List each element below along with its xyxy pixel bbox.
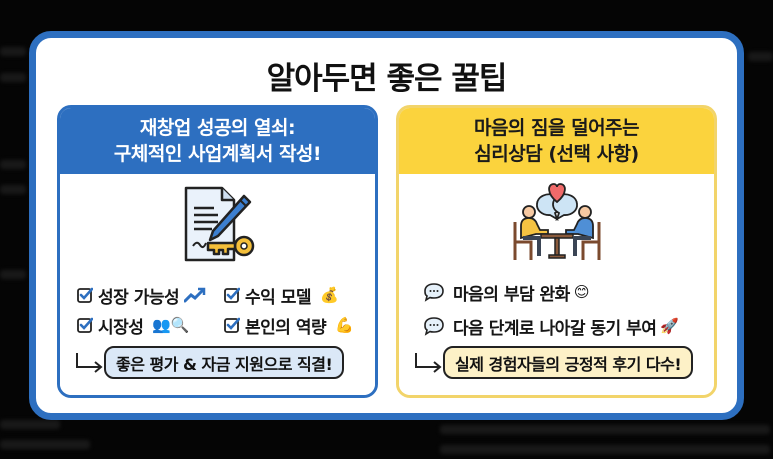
- checklist: 성장 가능성 수익 모델 💰 시장성 👥🔍: [77, 280, 354, 340]
- counseling-people-heart-icon: [513, 183, 600, 260]
- checkbox-checked-icon: [224, 287, 240, 303]
- benefit-item: 마음의 부담 완화 😊: [423, 275, 679, 309]
- checklist-item: 본인의 역량 💪: [224, 313, 354, 338]
- result-badge: 좋은 평가 & 자금 지원으로 직결!: [104, 346, 345, 379]
- smile-icon: 😊: [573, 283, 590, 301]
- speech-bubble-icon: [424, 317, 444, 336]
- result-callout: 좋은 평가 & 자금 지원으로 직결!: [74, 346, 345, 379]
- card-counseling: 마음의 짐을 덜어주는 심리상담 (선택 사항): [396, 105, 717, 398]
- result-callout: 실제 경험자들의 긍정적 후기 다수!: [413, 346, 694, 379]
- checklist-item: 성장 가능성: [77, 283, 224, 308]
- card-header: 마음의 짐을 덜어주는 심리상담 (선택 사항): [399, 108, 714, 174]
- checklist-item: 수익 모델 💰: [224, 283, 339, 308]
- infographic-frame: 알아두면 좋은 꿀팁 재창업 성공의 열쇠: 구체적인 사업계획서 작성!: [29, 31, 744, 420]
- document-pen-key-icon: [184, 186, 254, 262]
- checklist-label: 성장 가능성: [98, 287, 180, 308]
- result-badge: 실제 경험자들의 긍정적 후기 다수!: [443, 346, 694, 379]
- card-header-line2: 구체적인 사업계획서 작성!: [113, 143, 322, 165]
- money-bag-icon: 💰: [319, 286, 339, 304]
- arrow-turn-right-icon: [76, 352, 103, 373]
- checkbox-checked-icon: [77, 317, 93, 333]
- benefit-item: 다음 단계로 나아갈 동기 부여 🚀: [423, 309, 679, 343]
- checkbox-checked-icon: [77, 287, 93, 303]
- card-header-line2: 심리상담 (선택 사항): [474, 143, 639, 165]
- card-body: 마음의 부담 완화 😊 다음 단계로 나아갈 동기 부여 🚀 실제 경험자들의 …: [399, 174, 714, 395]
- infographic-title: 알아두면 좋은 꿀팁: [266, 61, 508, 97]
- benefit-list: 마음의 부담 완화 😊 다음 단계로 나아갈 동기 부여 🚀: [423, 275, 679, 343]
- checklist-item: 시장성 👥🔍: [77, 313, 224, 338]
- card-header: 재창업 성공의 열쇠: 구체적인 사업계획서 작성!: [60, 108, 375, 174]
- checklist-label: 본인의 역량: [245, 317, 327, 338]
- people-search-icon: 👥🔍: [152, 316, 189, 334]
- checklist-label: 수익 모델: [245, 287, 311, 308]
- card-business-plan: 재창업 성공의 열쇠: 구체적인 사업계획서 작성!: [57, 105, 378, 398]
- card-header-line1: 마음의 짐을 덜어주는: [473, 117, 640, 139]
- benefit-label: 다음 단계로 나아갈 동기 부여: [453, 318, 657, 339]
- card-header-line1: 재창업 성공의 열쇠:: [139, 117, 296, 139]
- checkbox-checked-icon: [224, 317, 240, 333]
- arrow-turn-right-icon: [415, 352, 442, 373]
- speech-bubble-icon: [424, 283, 444, 302]
- flexed-bicep-icon: 💪: [335, 316, 354, 334]
- rocket-icon: 🚀: [660, 317, 679, 335]
- card-body: 성장 가능성 수익 모델 💰 시장성 👥🔍: [60, 174, 375, 395]
- trend-up-icon: [184, 287, 206, 303]
- benefit-label: 마음의 부담 완화: [453, 284, 570, 305]
- checklist-label: 시장성: [98, 317, 144, 338]
